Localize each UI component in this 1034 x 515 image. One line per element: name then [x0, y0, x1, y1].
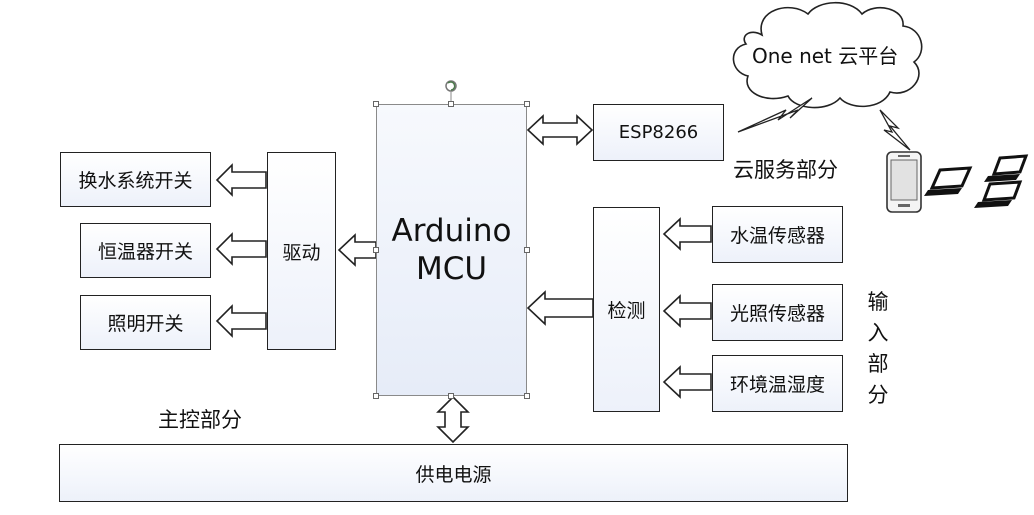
selection-handle[interactable] [448, 101, 454, 107]
selection-handle[interactable] [373, 247, 379, 253]
input-section-char: 入 [867, 321, 889, 345]
mcu-label-line2: MCU [415, 251, 488, 287]
drive-block: 驱动 [267, 152, 336, 350]
laptop-icon [924, 154, 1029, 208]
input-section-char: 分 [867, 383, 889, 407]
sensor-label: 环境温湿度 [729, 374, 825, 396]
mcu-block: Arduino MCU [376, 104, 527, 396]
esp8266-label: ESP8266 [618, 122, 699, 143]
esp8266-block: ESP8266 [593, 104, 724, 161]
sensor-light: 光照传感器 [712, 284, 843, 341]
output-thermostat-switch: 恒温器开关 [80, 223, 211, 278]
detect-label: 检测 [607, 300, 646, 322]
mcu-label-line1: Arduino [391, 213, 512, 249]
arrow-detect-to-mcu [526, 290, 594, 326]
sensor-water-temp: 水温传感器 [712, 206, 843, 263]
detect-block: 检测 [593, 207, 660, 412]
arrow-mcu-esp-bidirectional [526, 114, 594, 146]
selection-handle[interactable] [448, 393, 454, 399]
cloud-section-label: 云服务部分 [733, 158, 838, 182]
cloud-platform-label: One net 云平台 [752, 44, 899, 68]
smartphone-icon [886, 151, 922, 213]
lightning-link-icon-2 [879, 109, 911, 151]
input-section-char: 部 [867, 352, 889, 376]
arrow-sensor-1-to-detect [662, 217, 712, 251]
selection-handle[interactable] [524, 101, 530, 107]
selection-handle[interactable] [524, 247, 530, 253]
arrow-sensor-3-to-detect [662, 365, 712, 399]
selection-handle[interactable] [373, 393, 379, 399]
output-label: 照明开关 [107, 313, 184, 335]
input-section-label: 输 入 部 分 [866, 287, 890, 411]
input-section-char: 输 [867, 290, 889, 314]
sensor-env-temp-humidity: 环境温湿度 [712, 355, 843, 412]
cloud-icon [732, 2, 923, 109]
output-label: 恒温器开关 [97, 241, 193, 263]
output-lighting-switch: 照明开关 [80, 295, 211, 350]
arrow-sensor-2-to-detect [662, 294, 712, 328]
output-label: 换水系统开关 [78, 170, 193, 192]
arrow-drive-to-output-3 [215, 304, 267, 338]
power-label: 供电电源 [415, 463, 492, 486]
drive-label: 驱动 [282, 241, 321, 264]
selection-handle[interactable] [373, 101, 379, 107]
sensor-label: 光照传感器 [729, 303, 825, 325]
arrow-drive-to-output-1 [215, 163, 267, 197]
arrow-mcu-to-drive [337, 233, 377, 267]
arrow-mcu-power-bidirectional [436, 395, 470, 444]
sensor-label: 水温传感器 [729, 225, 825, 247]
arrow-drive-to-output-2 [215, 232, 267, 266]
rotate-handle-icon [445, 80, 457, 104]
selection-handle[interactable] [524, 393, 530, 399]
main-control-section-label: 主控部分 [158, 408, 242, 432]
output-water-change-switch: 换水系统开关 [60, 152, 211, 207]
power-supply-block: 供电电源 [59, 444, 848, 502]
lightning-link-icon [737, 97, 813, 133]
